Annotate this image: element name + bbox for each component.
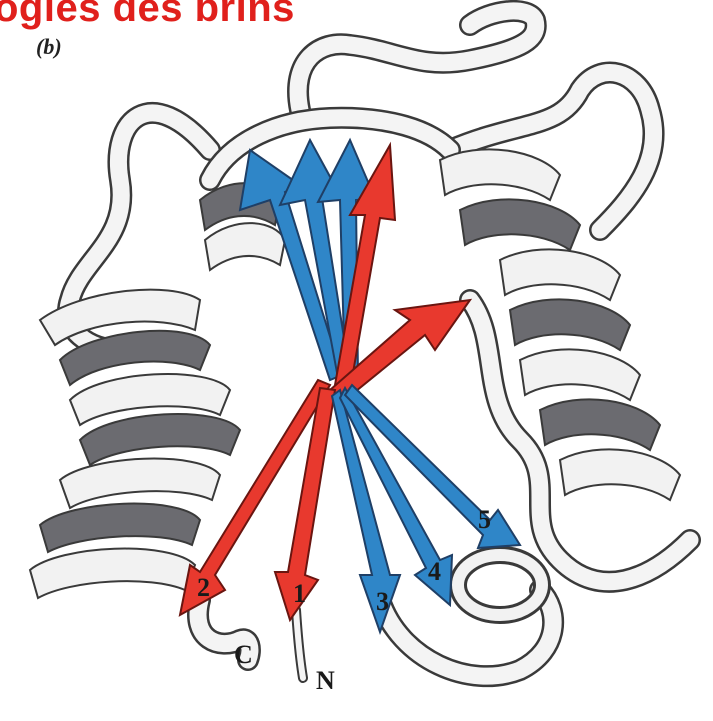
left-helix [30,290,240,598]
c-terminus-label: C [234,640,253,670]
strand-label-4: 4 [428,557,441,586]
strand-label-5: 5 [478,505,491,534]
strand-label-1: 1 [293,579,306,608]
strand-label-2: 2 [197,573,210,602]
strand-label-3: 3 [376,587,389,616]
n-terminus-label: N [316,666,335,696]
